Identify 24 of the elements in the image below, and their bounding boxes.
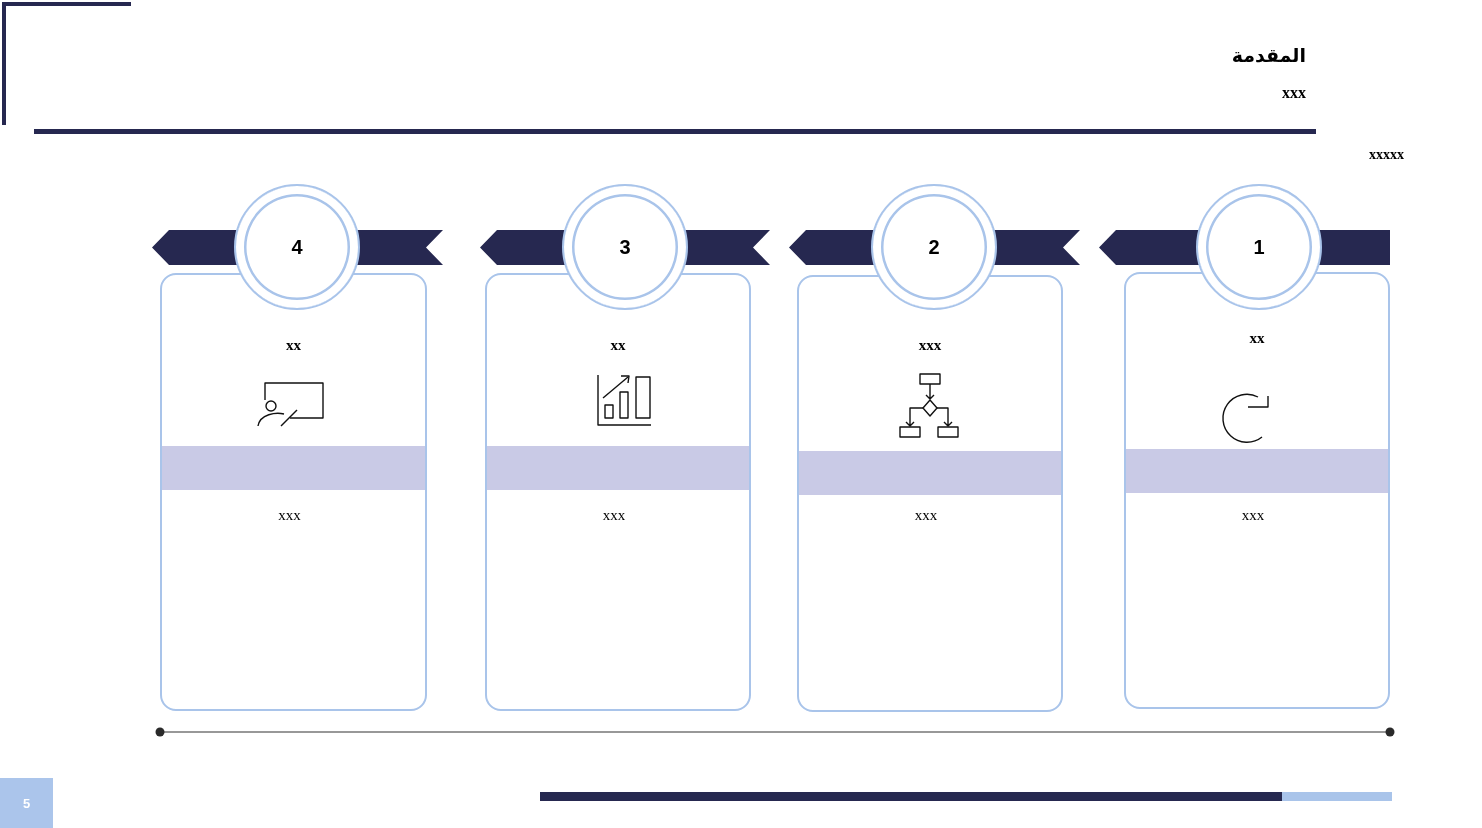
card-heading: xx (285, 336, 302, 354)
band (799, 450, 1061, 495)
band (162, 445, 425, 490)
card-heading: xx (609, 336, 627, 354)
card (797, 275, 1063, 712)
card (485, 273, 751, 711)
number-badge: 3 (480, 184, 770, 310)
label: xxxxx (1369, 146, 1404, 164)
band (1126, 448, 1388, 493)
card (1124, 272, 1390, 709)
card-text: xxx (601, 506, 627, 524)
band (487, 445, 749, 490)
card-heading: xx (1248, 329, 1266, 347)
card-text: xxx (913, 506, 939, 524)
number-badge: 2 (789, 184, 1080, 310)
number-badge: 1 (1099, 184, 1390, 310)
page-number: 5 (0, 778, 53, 828)
card (160, 273, 427, 711)
card-text: xxx (1240, 506, 1266, 524)
card-heading: xxx (917, 336, 943, 354)
number-badge: 4 (152, 184, 443, 310)
card-text: xxx (277, 506, 302, 524)
label: xxx (1282, 84, 1306, 102)
title: المقدمة (1231, 43, 1306, 67)
